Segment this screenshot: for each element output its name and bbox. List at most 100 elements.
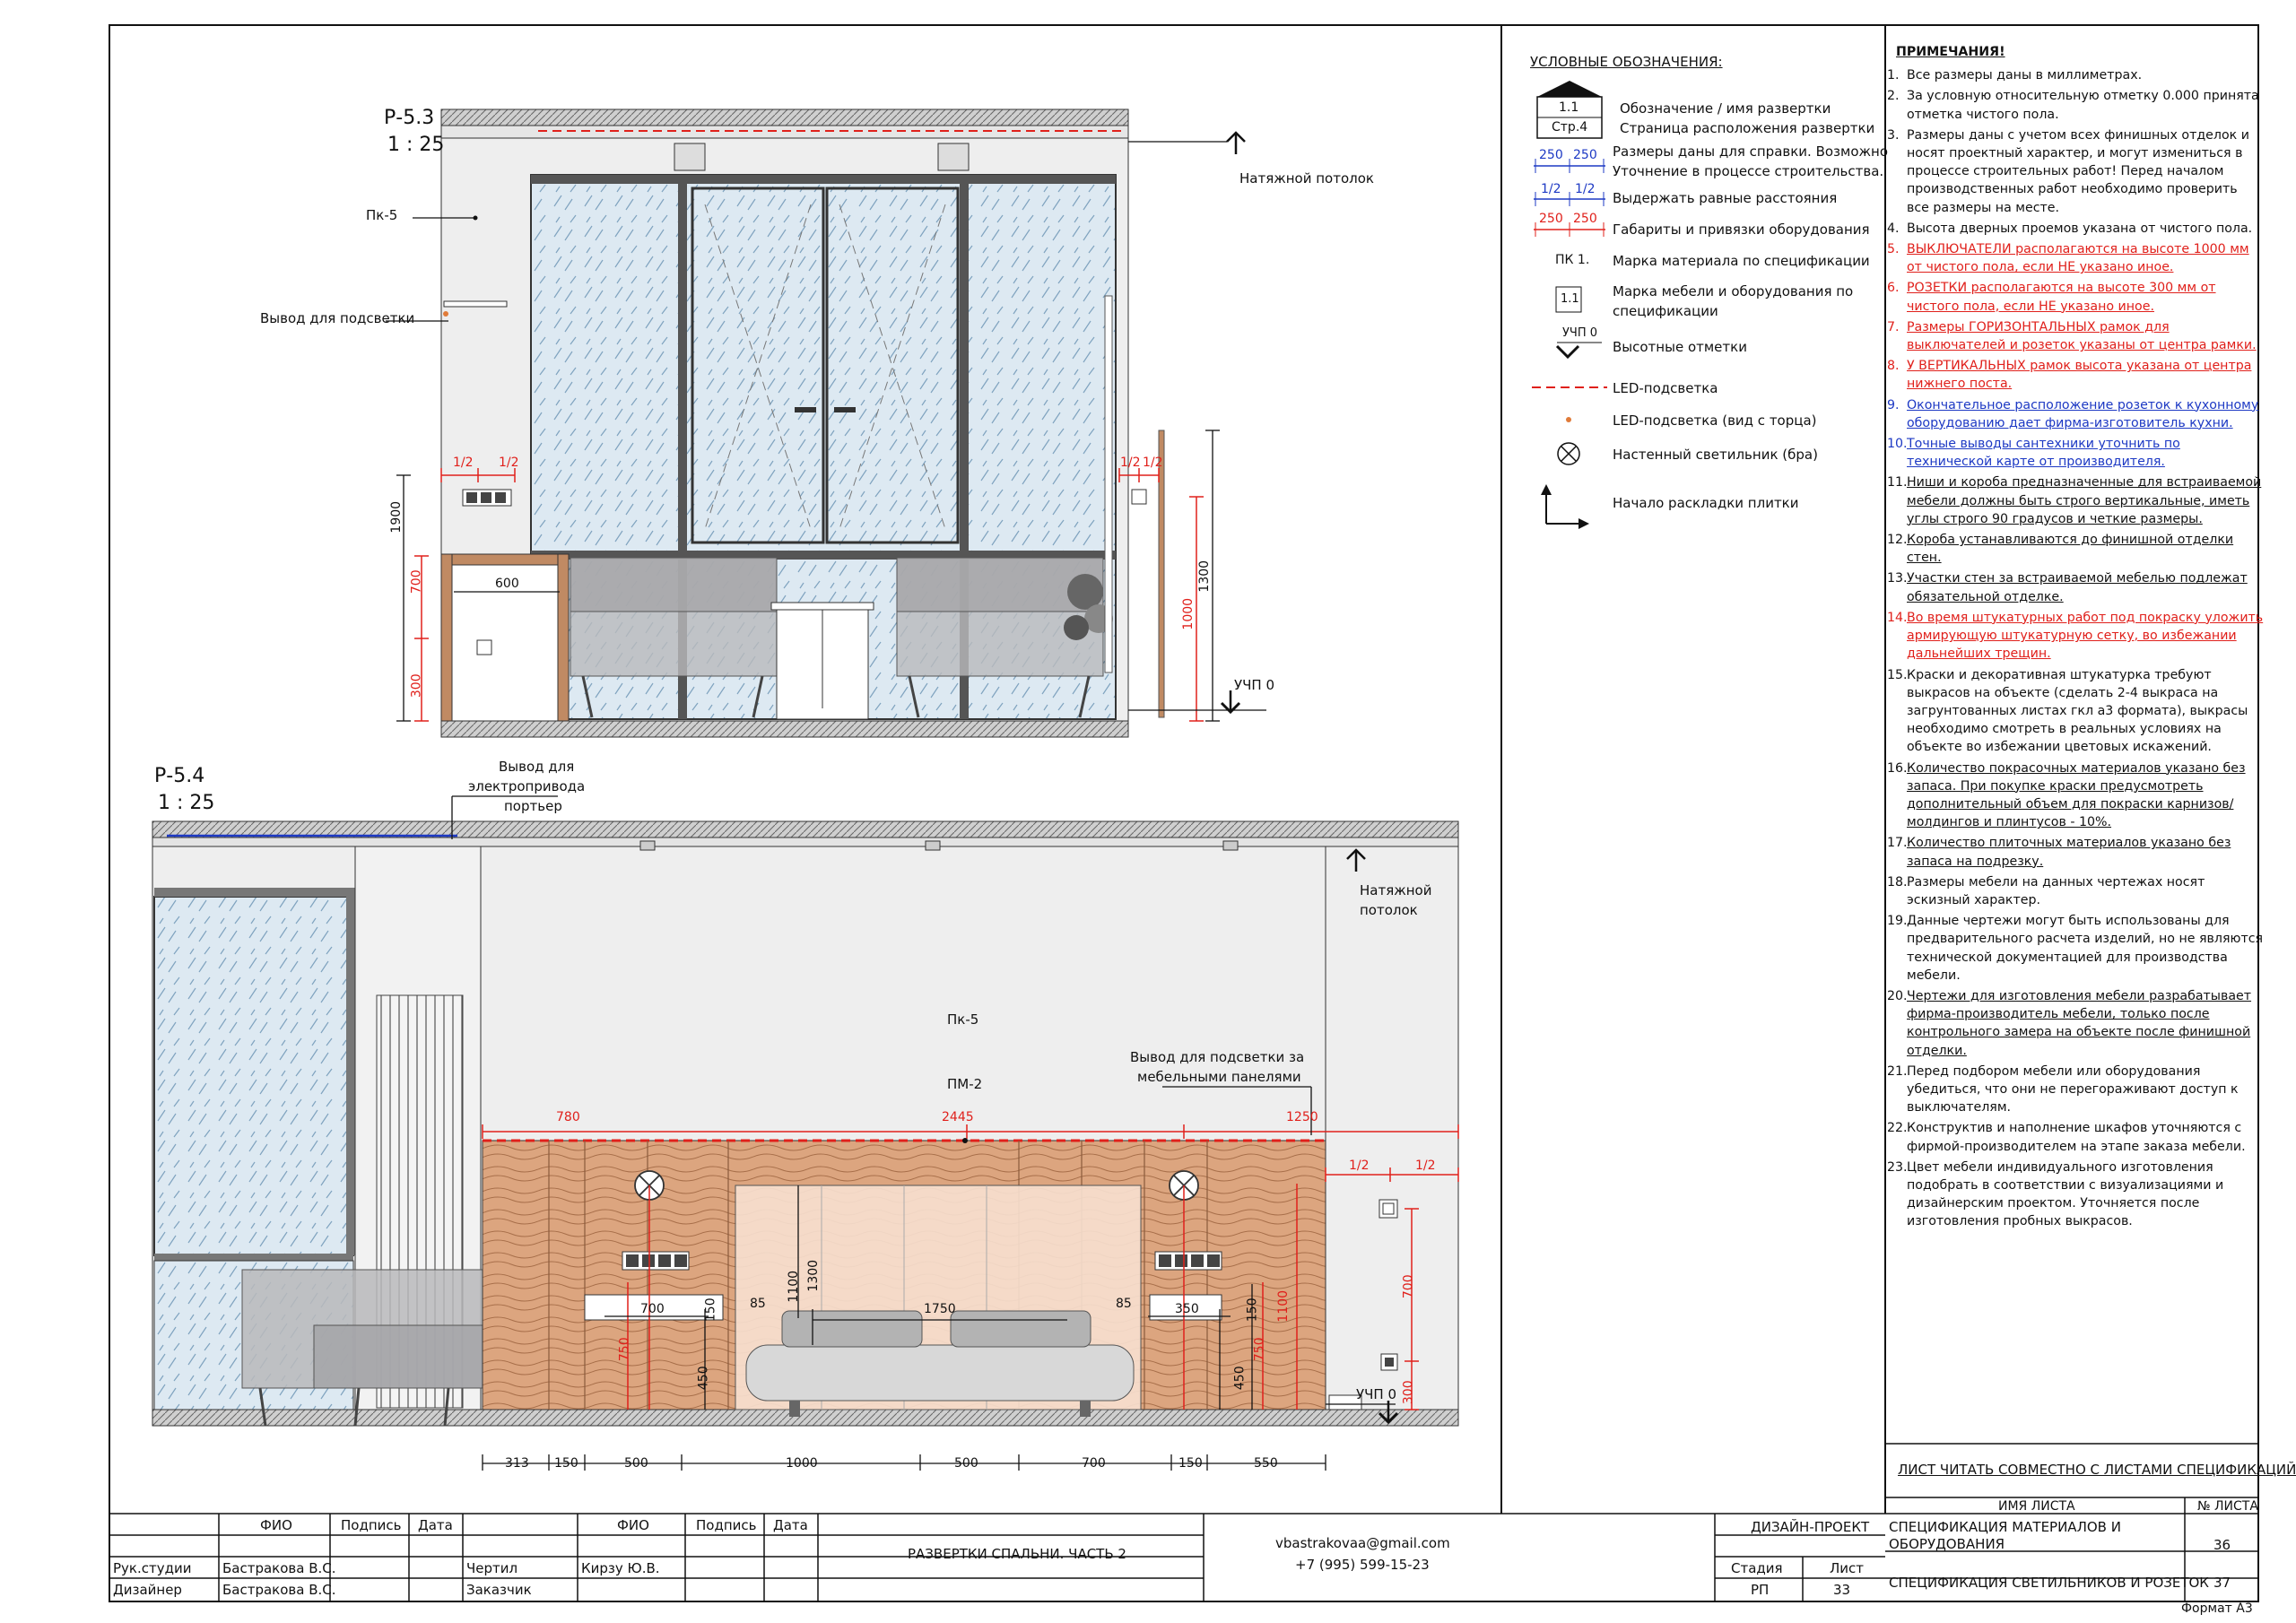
dim-bottom-5: 700 [1082, 1456, 1106, 1471]
note-text: Чертежи для изготовления мебели разрабат… [1907, 988, 2252, 1058]
note-item: 4.Высота дверных проемов указана от чист… [1887, 220, 2264, 238]
note-text: Участки стен за встраиваемой мебелью под… [1907, 571, 2248, 604]
note-text: За условную относительную отметку 0.000 … [1907, 89, 2259, 122]
note-item: 17.Количество плиточных материалов указа… [1887, 834, 2264, 870]
dim-bottom-7: 550 [1254, 1456, 1278, 1471]
note-item: 12.Короба устанавливаются до финишной от… [1887, 531, 2264, 567]
note-item: 5.ВЫКЛЮЧАТЕЛИ располагаются на высоте 10… [1887, 240, 2264, 276]
sheet-format: Формат А3 [2181, 1601, 2253, 1616]
elevation-bottom-code: Р-5.4 [154, 765, 205, 787]
note-text: У ВЕРТИКАЛЬНЫХ рамок высота указана от ц… [1907, 359, 2252, 392]
tb-h-date-2: Дата [773, 1517, 808, 1533]
note-text: ВЫКЛЮЧАТЕЛИ располагаются на высоте 1000… [1907, 242, 2249, 275]
tb-r4-role: Заказчик [466, 1582, 532, 1598]
elevation-top-scale: 1 : 25 [387, 134, 445, 156]
note-number: 1. [1887, 68, 1900, 83]
legend-tag-bottom: Стр.4 [1552, 120, 1588, 135]
dim-w700a: 700 [640, 1302, 665, 1316]
dim-bottom-2: 500 [624, 1456, 648, 1471]
note-text: РОЗЕТКИ располагаются на высоте 300 мм о… [1907, 281, 2216, 314]
label-pm2: ПМ-2 [947, 1076, 983, 1092]
note-number: 2. [1887, 89, 1900, 104]
dim-h300r: 300 [1401, 1380, 1416, 1405]
label-panel-backlight-1: Вывод для подсветки за [1130, 1049, 1305, 1065]
note-text: Точные выводы сантехники уточнить по тех… [1907, 437, 2180, 470]
note-item: 19.Данные чертежи могут быть использован… [1887, 912, 2264, 985]
note-text: Перед подбором мебели или оборудования у… [1907, 1063, 2239, 1115]
dim-h300: 300 [409, 673, 424, 699]
label-ceiling-top: Натяжной потолок [1239, 170, 1374, 187]
legend-title: УСЛОВНЫЕ ОБОЗНАЧЕНИЯ: [1530, 54, 1723, 70]
title-block-grid [109, 1443, 2258, 1601]
legend-item-8: LED-подсветка (вид с торца) [1613, 412, 1817, 429]
label-drive-out-2: электропривода [468, 778, 586, 794]
note-number: 3. [1887, 127, 1900, 143]
dim-half-4: 1/2 [1143, 456, 1163, 470]
tb-r3-role: Чертил [466, 1560, 518, 1576]
note-number: 11. [1887, 475, 1908, 490]
tb-phone: +7 (995) 599-15-23 [1295, 1557, 1430, 1573]
label-ucp0-top: УЧП 0 [1234, 677, 1275, 693]
note-item: 18.Размеры мебели на данных чертежах нос… [1887, 873, 2264, 909]
dim-w600: 600 [495, 577, 519, 591]
note-item: 11.Ниши и короба предназначенные для вст… [1887, 473, 2264, 528]
legend-item-5: Марка мебели и оборудования по [1613, 283, 1854, 299]
note-item: 14.Во время штукатурных работ под покрас… [1887, 609, 2264, 664]
tb-r2-name: Бастракова В.С. [222, 1582, 336, 1598]
note-number: 14. [1887, 610, 1908, 625]
note-text: Цвет мебели индивидуального изготовления… [1907, 1159, 2224, 1229]
legend-item-0-b: Страница расположения развертки [1620, 120, 1875, 136]
note-text: Окончательное расположение розеток к кух… [1907, 397, 2259, 430]
label-panel-backlight-2: мебельными панелями [1137, 1069, 1301, 1085]
dim-w150a: 150 [703, 1298, 718, 1323]
note-number: 16. [1887, 760, 1908, 776]
note-number: 19. [1887, 914, 1908, 929]
legend-item-5-b: спецификации [1613, 303, 1718, 319]
note-number: 7. [1887, 319, 1900, 334]
dim-bottom-1: 150 [554, 1456, 578, 1471]
tb-email: vbastrakovaa@gmail.com [1275, 1535, 1450, 1551]
note-number: 17. [1887, 836, 1908, 851]
dim-bottom-6: 150 [1178, 1456, 1203, 1471]
legend-sym-1b: 250 [1573, 148, 1597, 162]
legend-tag-top: 1.1 [1559, 100, 1579, 115]
note-text: Данные чертежи могут быть использованы д… [1907, 914, 2264, 983]
note-item: 9.Окончательное расположение розеток к к… [1887, 396, 2264, 432]
note-text: Количество покрасочных материалов указан… [1907, 760, 2246, 830]
label-ceiling-bottom-1: Натяжной [1360, 882, 1432, 898]
note-text: Конструктив и наполнение шкафов уточняют… [1907, 1121, 2246, 1154]
note-item: 6.РОЗЕТКИ располагаются на высоте 300 мм… [1887, 279, 2264, 315]
dim-bottom-4: 500 [954, 1456, 978, 1471]
note-item: 1. Все размеры даны в миллиметрах. [1887, 66, 2264, 84]
tb-h-date-1: Дата [418, 1517, 453, 1533]
legend-symbols [1532, 81, 1607, 529]
note-text: Все размеры даны в миллиметрах. [1907, 68, 2143, 83]
dim-h750b: 750 [1252, 1337, 1267, 1362]
dim-w2445: 2445 [942, 1110, 974, 1124]
dim-h700: 700 [409, 569, 424, 595]
legend-item-9: Настенный светильник (бра) [1613, 447, 1818, 463]
dim-w780: 780 [556, 1110, 580, 1124]
dim-w1750: 1750 [924, 1302, 956, 1316]
dim-h1300: 1300 [1197, 560, 1213, 593]
label-pk5-bottom: Пк-5 [947, 1011, 979, 1028]
note-item: 20.Чертежи для изготовления мебели разра… [1887, 987, 2264, 1060]
dim-half-b: 1/2 [1415, 1159, 1436, 1173]
dim-half-2: 1/2 [499, 456, 519, 470]
sheet-refs-col-name: ИМЯ ЛИСТА [1998, 1499, 2075, 1514]
note-item: 21.Перед подбором мебели или оборудовани… [1887, 1063, 2264, 1117]
dim-w350: 350 [1175, 1302, 1199, 1316]
legend-sym-3a: 250 [1539, 212, 1563, 226]
tb-r1-name: Бастракова В.С. [222, 1560, 336, 1576]
sheet-ref-row-0-name: СПЕЦИФИКАЦИЯ МАТЕРИАЛОВ И ОБОРУДОВАНИЯ [1889, 1519, 2121, 1552]
dim-w1250: 1250 [1286, 1110, 1318, 1124]
note-number: 18. [1887, 874, 1908, 890]
dim-half-1: 1/2 [453, 456, 474, 470]
legend-item-3: Габариты и привязки оборудования [1613, 221, 1870, 238]
note-item: 10.Точные выводы сантехники уточнить по … [1887, 435, 2264, 471]
sheet-ref-row-1-name: СПЕЦИФИКАЦИЯ СВЕТИЛЬНИКОВ И РОЗЕТОК [1889, 1575, 2209, 1591]
legend-sym-6: УЧП 0 [1562, 326, 1598, 340]
tb-r1-role: Рук.студии [113, 1560, 192, 1576]
dim-w1100b: 1100 [1276, 1289, 1292, 1323]
elevation-bottom-scale: 1 : 25 [158, 792, 215, 814]
